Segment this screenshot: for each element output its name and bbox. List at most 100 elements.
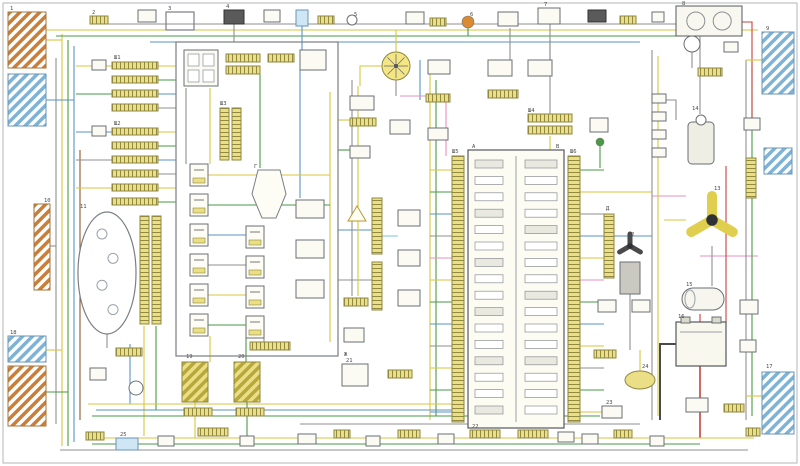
connector: [85, 431, 105, 441]
lamp-unit-bottom-left: [7, 365, 47, 427]
component-label: 11: [80, 204, 87, 210]
connector: [225, 53, 261, 63]
cluster-connector: [111, 127, 159, 136]
component-label: А: [472, 144, 476, 150]
relay: [397, 249, 421, 267]
sensor: [349, 95, 375, 111]
module: [557, 431, 575, 443]
relay: [597, 299, 617, 313]
component-label: 12: [628, 232, 635, 238]
ignition-coil: [687, 114, 715, 165]
lamp-unit-right-mid: [763, 147, 793, 175]
component-label: 3: [168, 6, 171, 12]
component-label: Ш2: [114, 121, 121, 127]
connector: [619, 15, 637, 25]
lamp-unit-left-2: [7, 73, 47, 127]
component-label: Г: [254, 164, 258, 170]
connector: [527, 125, 573, 135]
junction-box: [91, 59, 107, 71]
connector: [425, 93, 451, 103]
relay: [295, 199, 325, 219]
component-label: 14: [692, 106, 699, 112]
connector: [225, 65, 261, 75]
module: [581, 433, 599, 445]
connector: [235, 407, 265, 417]
sensor: [389, 119, 411, 135]
component-label: 13: [714, 186, 721, 192]
connector: [723, 403, 745, 413]
connector: [487, 89, 519, 99]
clock: [128, 380, 144, 396]
connector: [89, 15, 109, 25]
connector: [197, 427, 229, 437]
pin-strip: [603, 213, 615, 279]
module: [295, 9, 309, 27]
instrument-cluster: [77, 211, 137, 335]
switch: [245, 255, 265, 279]
component-label: 19: [186, 354, 193, 360]
module: [487, 59, 513, 77]
relay: [589, 117, 609, 133]
cluster-connector: [111, 183, 159, 192]
component-label: 5: [354, 12, 357, 18]
component-label: Д: [606, 206, 610, 212]
switch: [245, 225, 265, 249]
module: [365, 435, 381, 447]
ecu-pin-strip-left: [451, 155, 465, 423]
generator: [675, 5, 743, 37]
sensor: [723, 41, 739, 53]
component-label: Ж: [344, 352, 348, 358]
sensor: [343, 327, 365, 343]
lamp: [346, 14, 358, 26]
component-label: 10: [44, 198, 51, 204]
relay: [631, 299, 651, 313]
wire-r: [740, 21, 753, 118]
relay: [295, 279, 325, 299]
module: [437, 433, 455, 445]
component-label: 22: [472, 424, 479, 430]
module: [587, 9, 607, 23]
cluster-connector: [111, 197, 159, 206]
cluster-connector: [111, 61, 159, 70]
component-label: 18: [10, 330, 17, 336]
module: [263, 9, 281, 23]
component-label: 6: [470, 12, 473, 18]
relay-module: [183, 49, 219, 87]
module: [497, 11, 519, 27]
module: [137, 9, 157, 23]
module: [297, 433, 317, 445]
switch: [189, 223, 209, 247]
switch: [189, 253, 209, 277]
module: [341, 363, 369, 387]
spark-plug: [651, 111, 667, 122]
sensor: [427, 127, 449, 141]
pin-strip: [219, 107, 230, 161]
indicator: [595, 137, 605, 147]
module: [405, 11, 425, 25]
module: [651, 11, 665, 23]
cluster-connector: [111, 75, 159, 84]
module: [527, 59, 553, 77]
component-label: 2: [92, 10, 95, 16]
module: [685, 397, 709, 413]
ignition-distributor: [381, 51, 411, 81]
ecu-pin-strip-right: [567, 155, 581, 423]
component-label: 15: [686, 282, 693, 288]
starter: [681, 287, 725, 311]
connector: [387, 369, 413, 379]
interior-lamp: [624, 370, 656, 390]
cluster-connector: [111, 155, 159, 164]
module: [165, 11, 195, 31]
horn: [683, 35, 701, 53]
component-label: Ш1: [114, 55, 121, 61]
component-label: 24: [642, 364, 649, 370]
connector: [333, 429, 351, 439]
switch: [189, 193, 209, 217]
relay: [299, 49, 327, 71]
relay: [397, 209, 421, 227]
module: [157, 435, 175, 447]
cluster-connector: [111, 169, 159, 178]
component-label: 1: [10, 6, 13, 12]
